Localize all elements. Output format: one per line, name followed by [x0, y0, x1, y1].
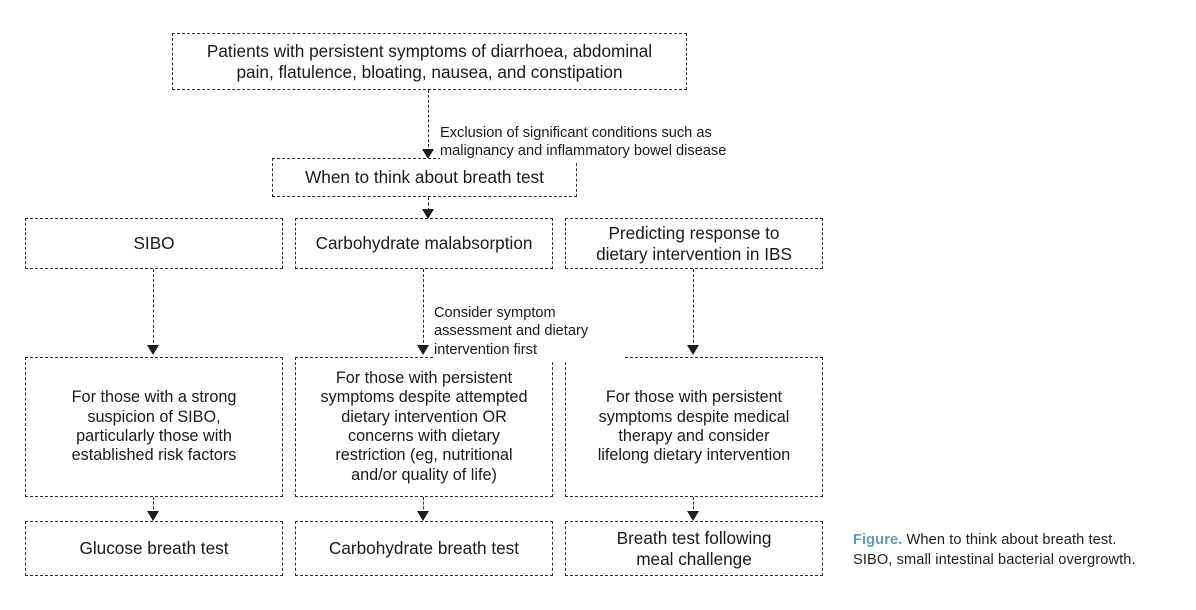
figure-caption-label: Figure. [853, 532, 903, 548]
node-test-glucose-breath-label: Glucose breath test [79, 538, 229, 559]
node-indication-carbohydrate-malabsorption-label: Carbohydrate malabsorption [315, 233, 533, 254]
node-indication-sibo: SIBO [25, 218, 283, 269]
node-patients-symptoms-label: Patients with persistent symptoms of dia… [206, 40, 653, 82]
figure-caption-line-1: Figure. When to think about breath test. [853, 531, 1188, 551]
connector-when-to-indications [428, 197, 429, 211]
arrowhead-patients-to-when [422, 149, 434, 159]
connector-criteria-to-carbohydrate-test [423, 497, 424, 514]
node-indication-carbohydrate-malabsorption: Carbohydrate malabsorption [295, 218, 553, 269]
node-test-glucose-breath: Glucose breath test [25, 521, 283, 576]
annotation-consider-symptom-assessment-label: Consider symptom assessment and dietary … [434, 304, 589, 359]
node-criteria-carbohydrate-label: For those with persistent symptoms despi… [320, 368, 528, 484]
node-indication-sibo-label: SIBO [133, 233, 175, 254]
node-test-meal-challenge-label: Breath test following meal challenge [616, 527, 772, 569]
node-when-to-think: When to think about breath test [272, 158, 577, 197]
node-indication-predicting-response-label: Predicting response to dietary intervent… [596, 222, 792, 264]
annotation-exclusion-label: Exclusion of significant conditions such… [440, 124, 727, 160]
arrowhead-criteria-to-carbohydrate-test [417, 511, 429, 521]
annotation-exclusion: Exclusion of significant conditions such… [440, 105, 770, 162]
node-test-meal-challenge: Breath test following meal challenge [565, 521, 823, 576]
arrowhead-sibo-to-criteria [147, 345, 159, 355]
connector-carbohydrate-to-criteria [423, 269, 424, 348]
connector-patients-to-when [428, 90, 429, 152]
arrowhead-when-to-indications [422, 209, 434, 219]
figure-caption-title: When to think about breath test. [902, 532, 1117, 548]
connector-criteria-to-meal-challenge-test [693, 497, 694, 514]
arrowhead-predicting-to-criteria [687, 345, 699, 355]
node-test-carbohydrate-breath-label: Carbohydrate breath test [328, 538, 520, 559]
node-criteria-sibo: For those with a strong suspicion of SIB… [25, 357, 283, 497]
arrowhead-carbohydrate-to-criteria [417, 345, 429, 355]
node-criteria-predicting: For those with persistent symptoms despi… [565, 357, 823, 497]
node-criteria-predicting-label: For those with persistent symptoms despi… [597, 388, 791, 465]
node-criteria-carbohydrate: For those with persistent symptoms despi… [295, 357, 553, 497]
node-when-to-think-label: When to think about breath test [305, 167, 544, 188]
node-criteria-sibo-label: For those with a strong suspicion of SIB… [71, 388, 237, 465]
connector-sibo-to-criteria [153, 269, 154, 348]
arrowhead-criteria-to-glucose-test [147, 511, 159, 521]
connector-predicting-to-criteria [693, 269, 694, 348]
figure-caption: Figure. When to think about breath test.… [853, 531, 1188, 570]
node-test-carbohydrate-breath: Carbohydrate breath test [295, 521, 553, 576]
connector-criteria-to-glucose-test [153, 497, 154, 514]
node-indication-predicting-response: Predicting response to dietary intervent… [565, 218, 823, 269]
node-patients-symptoms: Patients with persistent symptoms of dia… [172, 33, 687, 90]
figure-caption-abbreviation: SIBO, small intestinal bacterial overgro… [853, 551, 1136, 568]
arrowhead-criteria-to-meal-challenge-test [687, 511, 699, 521]
annotation-consider-symptom-assessment: Consider symptom assessment and dietary … [434, 285, 624, 360]
